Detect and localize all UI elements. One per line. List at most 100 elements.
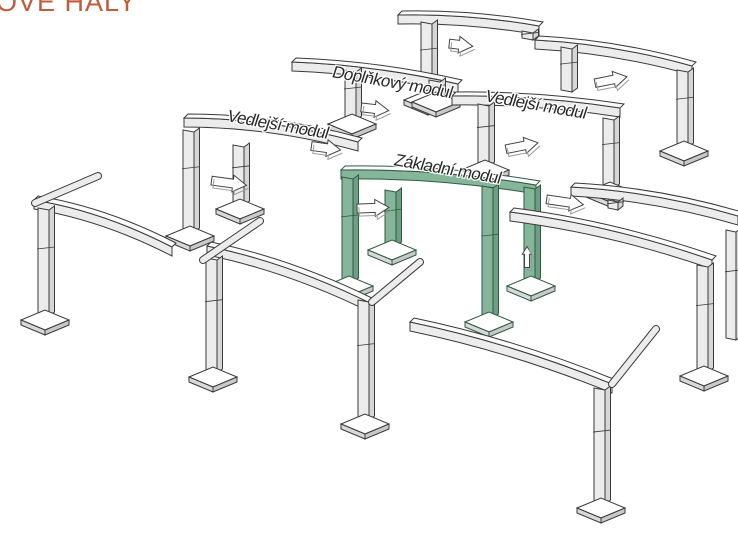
roof-purlin	[200, 218, 263, 263]
column-side	[48, 205, 55, 317]
column-side	[492, 183, 499, 319]
column-joint	[724, 269, 738, 273]
column-joint	[520, 32, 539, 35]
column-side	[439, 77, 446, 99]
mid-layer	[19, 165, 738, 392]
column-joint	[480, 233, 499, 237]
direction-arrow-shadow	[362, 105, 391, 122]
footing-side	[488, 321, 514, 338]
column-side	[193, 127, 200, 233]
direction-arrow	[448, 35, 474, 54]
column-joint	[340, 214, 359, 218]
footing-side	[530, 285, 556, 302]
direction-arrow-shadow	[358, 207, 392, 221]
label-side-module-left: Vedlejší modul	[225, 107, 331, 143]
column-side	[604, 385, 611, 505]
footing-side	[683, 150, 709, 167]
direction-arrow	[356, 198, 390, 218]
column	[602, 117, 615, 189]
column	[37, 207, 50, 317]
footing-side	[44, 319, 70, 336]
column-joint	[231, 165, 250, 169]
roof-beam-top	[182, 113, 363, 143]
column-joint	[592, 429, 611, 433]
column-side	[216, 255, 223, 374]
direction-arrow-shadow	[526, 249, 535, 271]
back-layer	[164, 10, 710, 252]
column	[384, 189, 397, 247]
column	[477, 103, 490, 167]
roof-beam-top	[450, 91, 626, 109]
roof-beam-top	[533, 35, 697, 67]
column-joint	[601, 142, 620, 145]
roof-purlin	[32, 173, 101, 206]
column	[182, 129, 195, 233]
column-joint	[181, 166, 200, 170]
column-side	[243, 142, 250, 206]
front-layer	[31, 172, 660, 524]
column-side	[707, 262, 714, 373]
column	[357, 299, 370, 421]
column-joint	[383, 208, 402, 212]
footing-side	[239, 208, 265, 225]
column-joint	[476, 125, 495, 128]
column	[676, 69, 689, 148]
column-side	[534, 184, 541, 283]
direction-arrow-shadow	[312, 144, 343, 161]
roof-beam-top	[396, 10, 545, 27]
roof-beam-top	[508, 207, 717, 261]
roof-beam	[409, 321, 613, 394]
column	[232, 144, 245, 206]
column-side	[488, 101, 495, 167]
column-joint	[606, 201, 624, 205]
column-joint	[559, 61, 578, 65]
label-side-module-right: Vedlejší modul	[483, 87, 589, 123]
direction-arrow-shadow	[450, 42, 475, 57]
roof-purlin	[609, 326, 659, 387]
roof-purlin	[369, 259, 423, 305]
column-joint	[695, 303, 714, 307]
column-side	[571, 44, 578, 93]
column	[521, 30, 534, 41]
column	[696, 264, 709, 373]
roof-beam-top	[290, 57, 463, 85]
column	[481, 185, 494, 319]
column-joint	[356, 343, 375, 346]
column	[560, 46, 573, 93]
column-side	[355, 67, 362, 121]
column-side	[395, 187, 402, 247]
column-side	[352, 174, 359, 283]
footing-side	[391, 249, 417, 266]
column-joint	[675, 96, 694, 100]
direction-arrow-shadow	[547, 197, 586, 215]
column-joint	[204, 299, 223, 303]
direction-arrow	[504, 136, 539, 155]
footing-side	[189, 235, 215, 252]
column-side	[617, 196, 624, 212]
footing-side	[364, 423, 390, 440]
column-joint	[36, 246, 55, 250]
column	[341, 176, 354, 283]
column-side	[613, 115, 620, 189]
direction-arrow	[545, 193, 585, 212]
column	[593, 387, 606, 505]
direction-arrow	[210, 174, 248, 193]
footing-side	[600, 507, 626, 524]
column-joint	[343, 86, 362, 90]
footing-side	[212, 376, 238, 393]
column-joint	[427, 84, 446, 88]
direction-arrow-shadow	[212, 179, 249, 196]
direction-arrow-shadow	[506, 145, 541, 158]
column	[205, 257, 218, 374]
column	[725, 229, 737, 341]
column	[607, 199, 619, 211]
page-title: OVÉ HALY	[0, 0, 138, 17]
roof-beam-top	[569, 182, 738, 217]
direction-arrow	[593, 70, 628, 89]
roof-beam-top	[339, 165, 542, 186]
column-side	[368, 297, 375, 421]
column-joint	[419, 47, 438, 51]
footing-side	[703, 375, 729, 392]
column-side	[687, 67, 694, 148]
